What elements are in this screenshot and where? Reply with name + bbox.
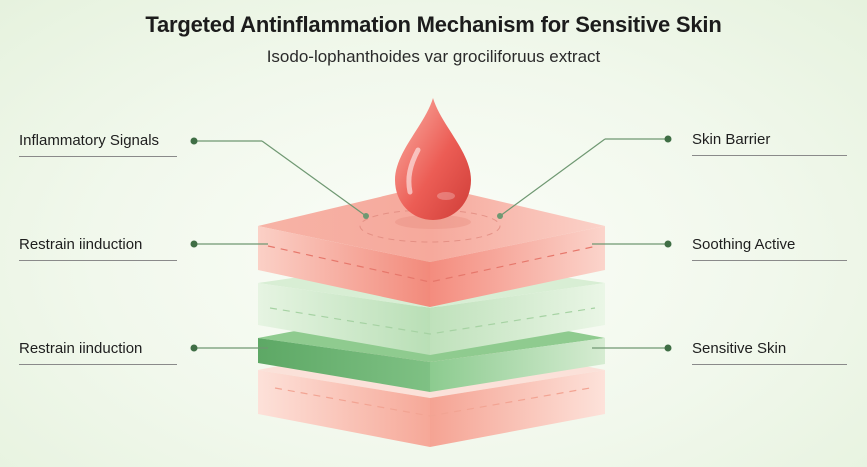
connector-restrain-lower: [190, 344, 268, 352]
drop-shadow: [395, 215, 471, 229]
connector-sensitive-skin: [592, 344, 672, 352]
label-underline: [692, 364, 847, 365]
label-underline: [19, 260, 177, 261]
label-soothing-active: Soothing Active: [692, 236, 796, 253]
top-coral-layer: [258, 185, 605, 307]
label-underline: [19, 156, 177, 157]
page-subtitle: Isodo-lophanthoides var grociliforuus ex…: [266, 47, 601, 66]
label-underline: [692, 155, 847, 156]
label-restrain-induction-lower: Restrain iinduction: [19, 340, 143, 357]
connector-inflammatory-signals: [190, 137, 369, 219]
label-underline: [692, 260, 847, 261]
drop-icon: [395, 98, 471, 220]
connector-skin-barrier: [497, 135, 672, 219]
connector-soothing-active: [592, 240, 672, 248]
page-title: Targeted Antinflammation Mechanism for S…: [145, 12, 722, 37]
connector-restrain-upper: [190, 240, 268, 248]
label-sensitive-skin: Sensitive Skin: [692, 340, 787, 357]
label-restrain-induction-upper: Restrain iinduction: [19, 236, 143, 253]
label-inflammatory-signals: Inflammatory Signals: [19, 132, 160, 149]
label-skin-barrier: Skin Barrier: [692, 131, 771, 148]
label-underline: [19, 364, 177, 365]
